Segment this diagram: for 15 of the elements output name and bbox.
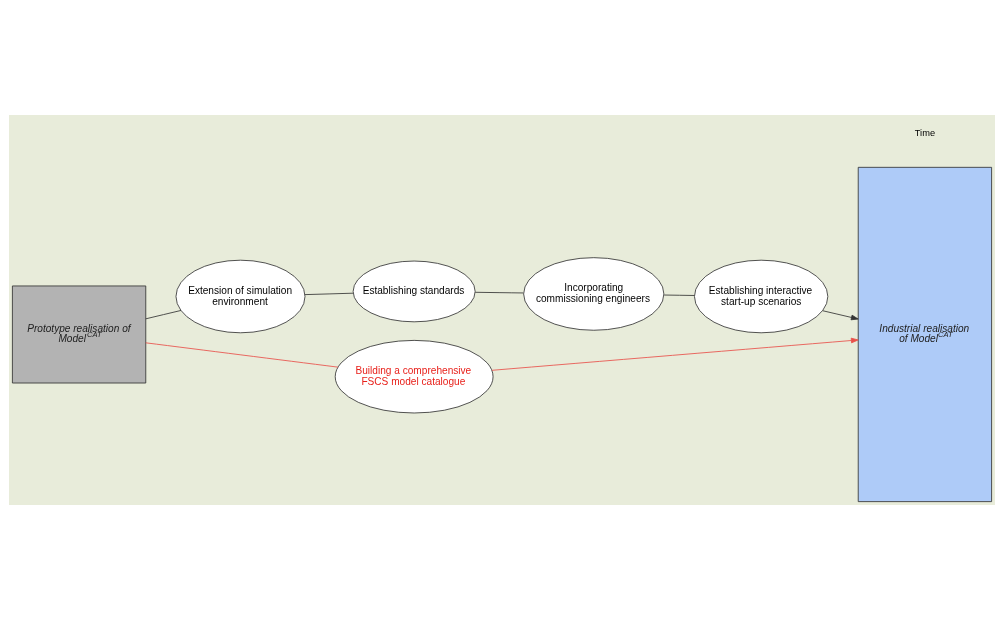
arrow [822, 310, 859, 321]
node-ellipse: Building a comprehensive FSCS model catalogue [334, 339, 494, 414]
node-box: Prototype realisation of Model$^{CAT}$ [11, 285, 147, 384]
node-box: Industrial realisation of Model$^{CAT}$ [857, 166, 993, 503]
node-ellipse: Establishing standards [352, 260, 476, 323]
connector [663, 294, 695, 296]
node-ellipse: Extension of simulation environment [175, 259, 306, 334]
label: Time [914, 127, 936, 138]
connector [304, 292, 354, 296]
node-ellipse: Establishing interactive start-up scenarios [694, 259, 829, 334]
node-ellipse: Incorporating commissioning engineers [523, 257, 665, 331]
arrow [491, 337, 859, 371]
connector [145, 310, 182, 320]
connector [145, 342, 339, 368]
connector [474, 291, 524, 294]
